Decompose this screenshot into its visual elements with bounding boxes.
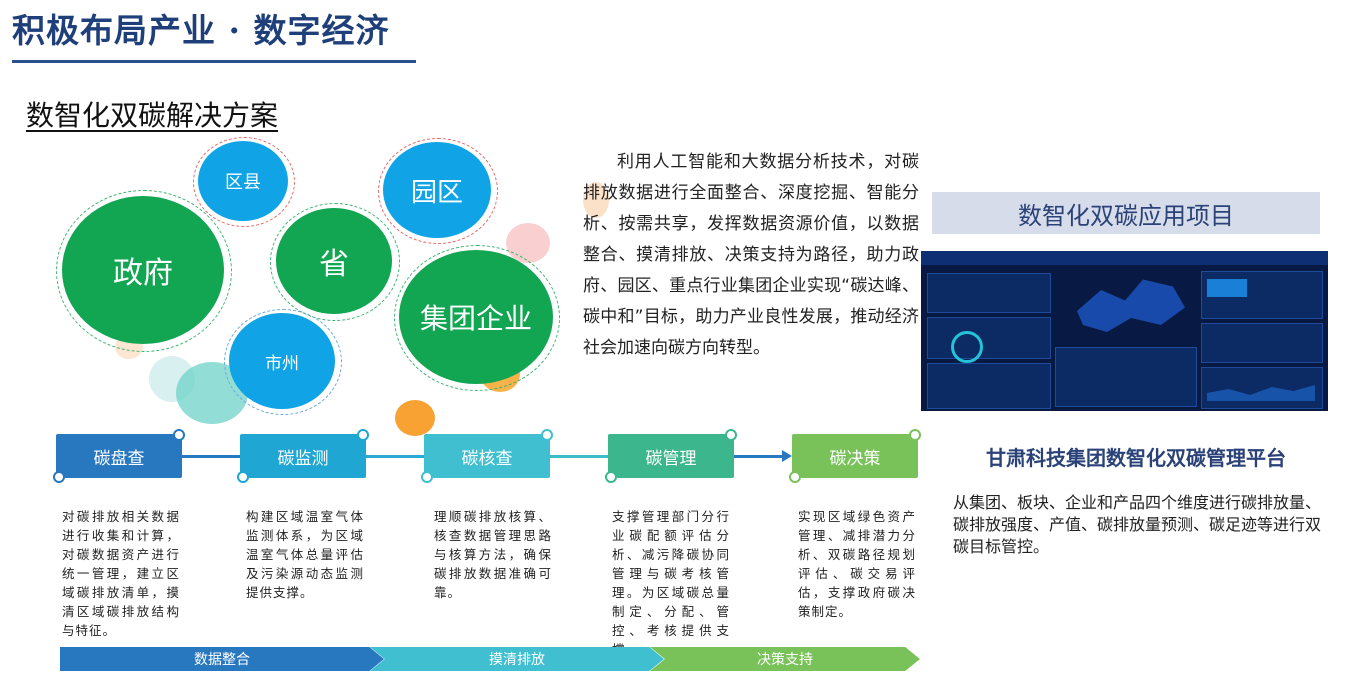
step-carbon-inventory: 碳盘查 <box>53 429 185 483</box>
phase-data-integration: 数据整合 <box>60 647 384 671</box>
bubble-group-enterprise: 集团企业 <box>399 250 553 384</box>
connector-line <box>734 455 784 458</box>
scroll-curl <box>909 429 921 441</box>
step-label: 碳监测 <box>240 434 366 478</box>
scroll-curl <box>605 471 617 483</box>
step-label: 碳决策 <box>792 434 918 478</box>
bubble-ring <box>224 309 342 415</box>
page-title: 积极布局产业 · 数字经济 <box>12 11 390 50</box>
scroll-curl <box>421 471 433 483</box>
platform-title: 甘肃科技集团数智化双碳管理平台 <box>986 446 1286 470</box>
bubble-government: 政府 <box>62 196 224 344</box>
bubble-ring <box>378 138 498 244</box>
dashboard-screenshot <box>921 251 1328 411</box>
bubble-ring <box>56 190 232 352</box>
bubble-province: 省 <box>276 208 392 314</box>
bubble-city: 市州 <box>229 313 335 409</box>
step-carbon-monitoring: 碳监测 <box>237 429 369 483</box>
bubble-ring <box>193 137 295 227</box>
connector-line <box>550 455 608 458</box>
bubble-county: 区县 <box>198 141 288 221</box>
bubble-ring <box>394 245 560 391</box>
scroll-curl <box>789 471 801 483</box>
step-label: 碳管理 <box>608 434 734 478</box>
step-carbon-decision: 碳决策 <box>789 429 921 483</box>
connector-line <box>182 455 240 458</box>
connector-line <box>366 455 424 458</box>
phase-emission-survey: 摸清排放 <box>370 647 664 671</box>
step-label: 碳核查 <box>424 434 550 478</box>
step-carbon-management: 碳管理 <box>605 429 737 483</box>
intro-text: 利用人工智能和大数据分析技术，对碳排放数据进行全面整合、深度挖掘、智能分析、按需… <box>583 152 919 358</box>
platform-description: 从集团、板块、企业和产品四个维度进行碳排放量、碳排放强度、产值、碳排放量预测、碳… <box>953 493 1322 556</box>
decor-dot <box>583 182 609 218</box>
step-description: 实现区域绿色资产管理、减排潜力分析、双碳路径规划评估、碳交易评估，支撑政府碳决策… <box>798 509 916 619</box>
bubble-park: 园区 <box>383 142 491 238</box>
step-description: 理顺碳排放核算、核查数据管理思路与核算方法，确保碳排放数据准确可靠。 <box>434 509 552 600</box>
bubble-ring <box>270 203 400 321</box>
intro-paragraph: 利用人工智能和大数据分析技术，对碳排放数据进行全面整合、深度挖掘、智能分析、按需… <box>583 147 919 364</box>
scroll-curl <box>725 429 737 441</box>
scroll-curl <box>53 471 65 483</box>
section-title: 数智化双碳解决方案 <box>26 99 279 132</box>
scroll-curl <box>173 429 185 441</box>
project-banner: 数智化双碳应用项目 <box>932 192 1320 234</box>
title-underline <box>12 60 416 63</box>
scroll-curl <box>541 429 553 441</box>
phase-decision-support: 决策支持 <box>650 647 920 671</box>
scroll-curl <box>237 471 249 483</box>
step-description: 支撑管理部门分行业碳配额评估分析、减污降碳协同管理与碳考核管理。为区域碳总量制定… <box>612 509 730 657</box>
decor-dot <box>395 400 435 436</box>
step-carbon-verification: 碳核查 <box>421 429 553 483</box>
step-description: 构建区域温室气体监测体系，为区域温室气体总量评估及污染源动态监测提供支撑。 <box>246 509 364 600</box>
step-description: 对碳排放相关数据进行收集和计算，对碳数据资产进行统一管理，建立区域碳排放清单，摸… <box>62 509 180 638</box>
arrow-head-icon <box>782 450 792 462</box>
scroll-curl <box>357 429 369 441</box>
step-label: 碳盘查 <box>56 434 182 478</box>
